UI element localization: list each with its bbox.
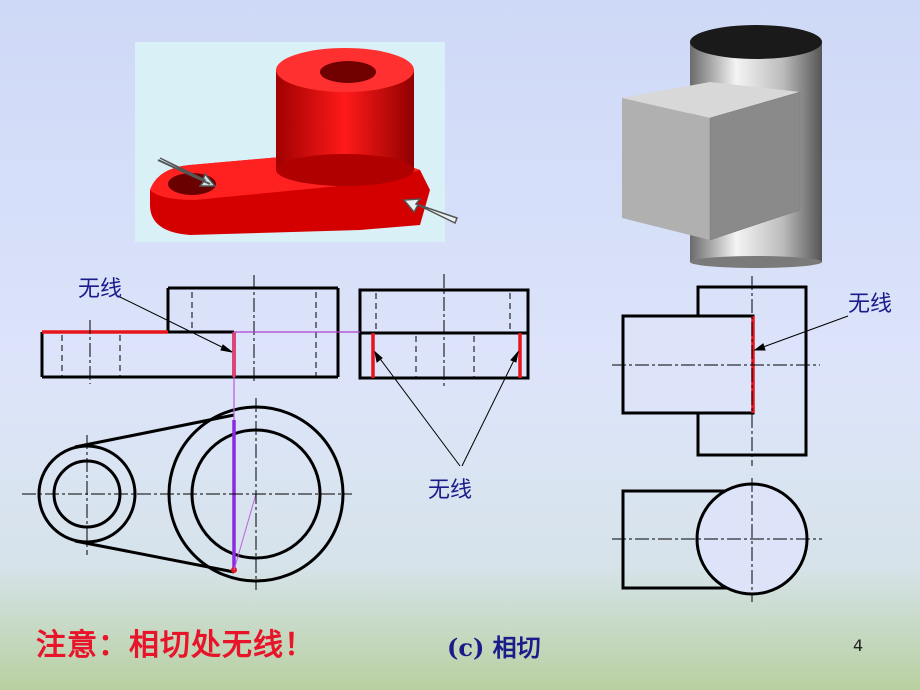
page-number: 4 bbox=[853, 636, 864, 655]
red-part-picture bbox=[135, 42, 458, 242]
label-no-line-right: 无线 bbox=[848, 292, 893, 317]
front-view-grey-part bbox=[612, 276, 820, 466]
leader-lines bbox=[117, 295, 849, 467]
note-text: 注意：相切处无线！ bbox=[36, 628, 315, 663]
top-view-grey-part bbox=[612, 478, 822, 602]
grey-part-picture bbox=[622, 25, 822, 268]
label-no-line-front: 无线 bbox=[78, 277, 123, 302]
figure-caption: (c) 相切 bbox=[447, 633, 541, 662]
label-no-line-side: 无线 bbox=[428, 478, 473, 503]
top-view-red-part bbox=[22, 332, 352, 590]
side-view-red-part bbox=[234, 274, 530, 388]
